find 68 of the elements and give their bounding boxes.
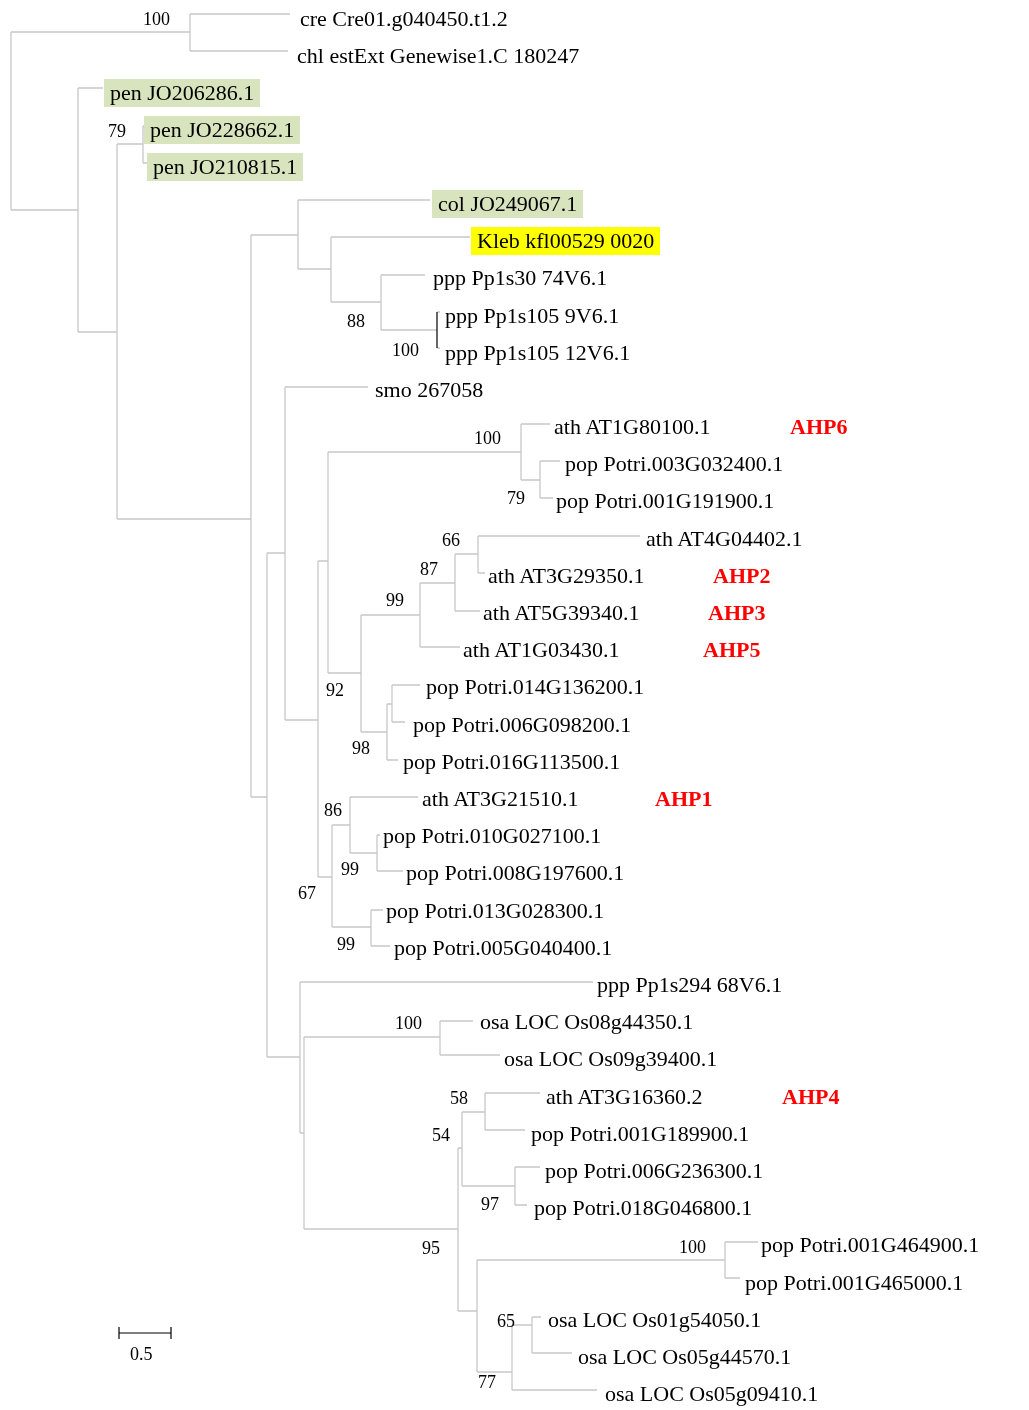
taxon-label: smo 267058	[375, 379, 484, 401]
bootstrap-value: 87	[420, 560, 438, 578]
taxon-label: ath AT3G16360.2	[546, 1086, 703, 1108]
gene-name: AHP3	[708, 602, 766, 624]
taxon-label: ath AT1G80100.1	[554, 416, 711, 438]
bootstrap-value: 95	[422, 1239, 440, 1257]
taxon-label: pop Potri.006G236300.1	[545, 1160, 764, 1182]
taxon-label: pop Potri.014G136200.1	[426, 676, 645, 698]
bootstrap-value: 54	[432, 1126, 450, 1144]
bootstrap-value: 65	[497, 1312, 515, 1330]
taxon-label: ath AT3G21510.1	[422, 788, 579, 810]
gene-name: AHP5	[703, 639, 761, 661]
taxon-label: pop Potri.013G028300.1	[386, 900, 605, 922]
taxon-label: osa LOC Os05g44570.1	[578, 1346, 792, 1368]
taxon-label: osa LOC Os09g39400.1	[504, 1048, 718, 1070]
taxon-label: chl estExt Genewise1.C 180247	[297, 45, 580, 67]
taxon-label: pop Potri.010G027100.1	[383, 825, 602, 847]
taxon-label: ppp Pp1s294 68V6.1	[597, 974, 783, 996]
bootstrap-value: 100	[474, 429, 501, 447]
gene-name: AHP1	[655, 788, 713, 810]
taxon-label: ath AT1G03430.1	[463, 639, 620, 661]
taxon-label: pop Potri.006G098200.1	[413, 714, 632, 736]
bootstrap-value: 100	[679, 1238, 706, 1256]
taxon-label: osa LOC Os05g09410.1	[605, 1383, 819, 1405]
taxon-label: pop Potri.001G189900.1	[531, 1123, 750, 1145]
highlighted-taxon-label: pen JO210815.1	[147, 153, 304, 181]
highlighted-taxon-label: Kleb kfl00529 0020	[471, 227, 661, 255]
taxon-label: pop Potri.001G465000.1	[745, 1272, 964, 1294]
bootstrap-value: 79	[108, 122, 126, 140]
bootstrap-value: 98	[352, 739, 370, 757]
bootstrap-value: 100	[392, 341, 419, 359]
bootstrap-value: 77	[478, 1373, 496, 1391]
gene-name: AHP4	[782, 1086, 840, 1108]
taxon-label: pop Potri.005G040400.1	[394, 937, 613, 959]
taxon-label: ppp Pp1s30 74V6.1	[433, 267, 608, 289]
bootstrap-value: 100	[395, 1014, 422, 1032]
taxon-label: ppp Pp1s105 9V6.1	[445, 305, 620, 327]
taxon-label: cre Cre01.g040450.t1.2	[300, 8, 508, 30]
gene-name: AHP6	[790, 416, 848, 438]
bootstrap-value: 79	[507, 489, 525, 507]
bootstrap-value: 99	[386, 591, 404, 609]
scale-value: 0.5	[130, 1345, 153, 1363]
taxon-label: ath AT3G29350.1	[488, 565, 645, 587]
taxon-label: pop Potri.001G191900.1	[556, 490, 775, 512]
taxon-label: pop Potri.001G464900.1	[761, 1234, 980, 1256]
bootstrap-value: 97	[481, 1195, 499, 1213]
taxon-label: osa LOC Os01g54050.1	[548, 1309, 762, 1331]
bootstrap-value: 99	[337, 935, 355, 953]
bootstrap-value: 100	[143, 10, 170, 28]
bootstrap-value: 88	[347, 312, 365, 330]
taxon-label: pop Potri.018G046800.1	[534, 1197, 753, 1219]
taxon-label: pop Potri.016G113500.1	[403, 751, 621, 773]
taxon-label: osa LOC Os08g44350.1	[480, 1011, 694, 1033]
taxon-label: ppp Pp1s105 12V6.1	[445, 342, 631, 364]
highlighted-taxon-label: col JO249067.1	[432, 190, 584, 218]
bootstrap-value: 58	[450, 1089, 468, 1107]
bootstrap-value: 66	[442, 531, 460, 549]
taxon-label: pop Potri.008G197600.1	[406, 862, 625, 884]
gene-name: AHP2	[713, 565, 771, 587]
bootstrap-value: 67	[298, 884, 316, 902]
highlighted-taxon-label: pen JO206286.1	[104, 79, 261, 107]
taxon-label: pop Potri.003G032400.1	[565, 453, 784, 475]
highlighted-taxon-label: pen JO228662.1	[144, 116, 301, 144]
bootstrap-value: 92	[326, 681, 344, 699]
bootstrap-value: 99	[341, 860, 359, 878]
taxon-label: ath AT4G04402.1	[646, 528, 803, 550]
taxon-label: ath AT5G39340.1	[483, 602, 640, 624]
bootstrap-value: 86	[324, 801, 342, 819]
